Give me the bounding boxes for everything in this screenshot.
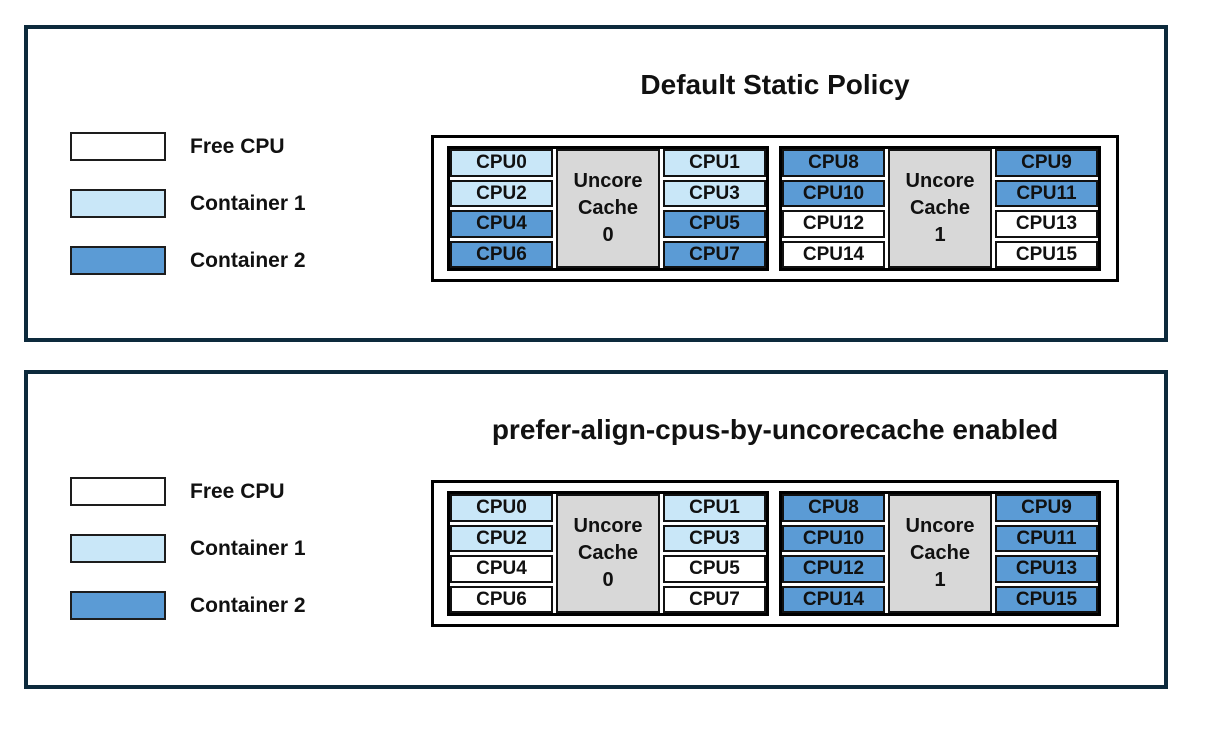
cpu-cell-cpu3: CPU3 — [663, 524, 766, 552]
legend-label-free-cpu: Free CPU — [190, 134, 285, 158]
panel-default-static-policy: Default Static Policy Free CPU Container… — [24, 25, 1168, 342]
uncore-cache-label-line: Cache — [909, 197, 971, 219]
cpu-cell-cpu11: CPU11 — [995, 179, 1098, 207]
cpu-cell-cpu3: CPU3 — [663, 179, 766, 207]
cpu-cell-cpu10: CPU10 — [782, 524, 885, 552]
legend-label-container-1: Container 1 — [190, 536, 306, 560]
cpu-cell-cpu14: CPU14 — [782, 240, 885, 268]
cpu-cell-cpu14: CPU14 — [782, 585, 885, 613]
cpu-cell-cpu2: CPU2 — [450, 179, 553, 207]
legend-item-container-1: Container 1 — [70, 189, 306, 218]
cpu-cell-cpu4: CPU4 — [450, 555, 553, 583]
cpu-cell-cpu15: CPU15 — [995, 240, 1098, 268]
uncore-cache-label-line: 1 — [934, 569, 946, 591]
cpu-cell-cpu0: CPU0 — [450, 149, 553, 177]
cpu-cell-cpu12: CPU12 — [782, 210, 885, 238]
uncore-cache-label-line: Uncore — [905, 515, 975, 537]
cpu-cell-cpu6: CPU6 — [450, 585, 553, 613]
legend-swatch-free-cpu — [70, 132, 166, 161]
legend-swatch-container-2 — [70, 246, 166, 275]
legend: Free CPU Container 1 Container 2 — [70, 477, 306, 620]
uncore-cache-label-line: 1 — [934, 224, 946, 246]
cpu-cell-cpu11: CPU11 — [995, 524, 1098, 552]
cpu-cell-cpu5: CPU5 — [663, 210, 766, 238]
cpu-cell-cpu9: CPU9 — [995, 494, 1098, 522]
uncore-cache-label-line: Cache — [577, 542, 639, 564]
legend-label-container-2: Container 2 — [190, 593, 306, 617]
cpu-cell-cpu7: CPU7 — [663, 585, 766, 613]
cpu-cell-cpu5: CPU5 — [663, 555, 766, 583]
legend-label-container-1: Container 1 — [190, 191, 306, 215]
cpu-cell-cpu8: CPU8 — [782, 494, 885, 522]
cpu-cell-cpu15: CPU15 — [995, 585, 1098, 613]
uncore-cache-label-line: Cache — [909, 542, 971, 564]
legend-label-container-2: Container 2 — [190, 248, 306, 272]
uncore-cache-label-line: Cache — [577, 197, 639, 219]
cpu-cell-cpu2: CPU2 — [450, 524, 553, 552]
legend-label-free-cpu: Free CPU — [190, 479, 285, 503]
legend-item-container-2: Container 2 — [70, 591, 306, 620]
legend-swatch-container-1 — [70, 189, 166, 218]
legend-item-free-cpu: Free CPU — [70, 477, 306, 506]
cpu-cell-cpu1: CPU1 — [663, 149, 766, 177]
cpu-cell-cpu10: CPU10 — [782, 179, 885, 207]
legend-swatch-container-2 — [70, 591, 166, 620]
cpu-cell-cpu12: CPU12 — [782, 555, 885, 583]
legend-item-container-1: Container 1 — [70, 534, 306, 563]
uncore-cache-label-line: 0 — [602, 569, 614, 591]
cpu-cell-cpu8: CPU8 — [782, 149, 885, 177]
uncore-cache-label-line: 0 — [602, 224, 614, 246]
cpu-cell-cpu7: CPU7 — [663, 240, 766, 268]
uncore-cache-label-line: Uncore — [573, 170, 643, 192]
panel-title: prefer-align-cpus-by-uncorecache enabled — [491, 414, 1059, 445]
panel-title: Default Static Policy — [640, 69, 910, 100]
legend: Free CPU Container 1 Container 2 — [70, 132, 306, 275]
legend-swatch-free-cpu — [70, 477, 166, 506]
cpu-cell-cpu0: CPU0 — [450, 494, 553, 522]
cpu-cell-cpu1: CPU1 — [663, 494, 766, 522]
legend-swatch-container-1 — [70, 534, 166, 563]
cpu-cell-cpu4: CPU4 — [450, 210, 553, 238]
cpu-cell-cpu13: CPU13 — [995, 555, 1098, 583]
cpu-cell-cpu9: CPU9 — [995, 149, 1098, 177]
panel-prefer-align-cpus-by-uncorecache: prefer-align-cpus-by-uncorecache enabled… — [24, 370, 1168, 689]
legend-item-free-cpu: Free CPU — [70, 132, 306, 161]
cpu-cell-cpu6: CPU6 — [450, 240, 553, 268]
cpu-cell-cpu13: CPU13 — [995, 210, 1098, 238]
uncore-cache-label-line: Uncore — [573, 515, 643, 537]
legend-item-container-2: Container 2 — [70, 246, 306, 275]
uncore-cache-label-line: Uncore — [905, 170, 975, 192]
